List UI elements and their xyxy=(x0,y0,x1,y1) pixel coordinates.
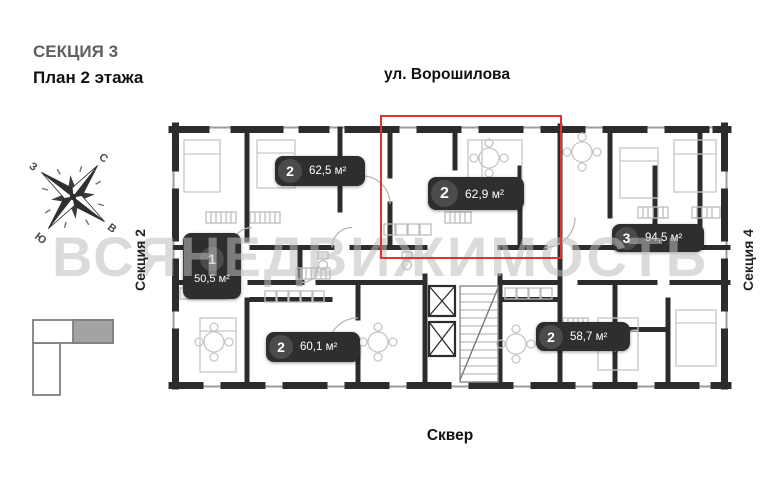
apartment-area: 60,1 м² xyxy=(300,341,338,353)
apartment-area: 62,5 м² xyxy=(309,165,347,177)
apartment-badge-94-5[interactable]: 3 94,5 м² xyxy=(612,224,704,252)
compass-ticks xyxy=(41,165,105,229)
apartment-badge-60-1[interactable]: 2 60,1 м² xyxy=(266,332,360,362)
outer-walls xyxy=(168,122,732,390)
compass-cardinal-points xyxy=(41,165,105,229)
section-title: СЕКЦИЯ 3 xyxy=(33,42,119,61)
compass-south-label: Ю xyxy=(32,231,48,247)
apartment-badge-62-5[interactable]: 2 62,5 м² xyxy=(275,156,365,186)
section-2-label: Секция 2 xyxy=(132,229,148,291)
compass-east-label: В xyxy=(105,221,119,235)
apartment-badge-50-5[interactable]: 1 50,5 м² xyxy=(183,233,241,299)
locator-wing-vertical xyxy=(32,342,61,396)
apartment-badge-62-9[interactable]: 2 62,9 м² xyxy=(428,177,524,210)
building-locator xyxy=(32,319,114,396)
apartment-badge-58-7[interactable]: 2 58,7 м² xyxy=(536,322,630,351)
room-count: 2 xyxy=(269,335,293,359)
room-count: 1 xyxy=(200,247,224,271)
street-label: ул. Ворошилова xyxy=(384,66,510,83)
apartment-area: 58,7 м² xyxy=(570,330,608,343)
room-count: 2 xyxy=(278,159,302,183)
building-plan xyxy=(168,122,732,390)
park-label: Сквер xyxy=(426,427,474,444)
apartment-area: 94,5 м² xyxy=(645,232,683,244)
room-count: 3 xyxy=(615,226,638,250)
compass-west-label: З xyxy=(27,160,40,174)
room-count: 2 xyxy=(431,180,458,207)
apartment-area: 62,9 м² xyxy=(465,186,504,201)
stairs-icon xyxy=(459,285,499,383)
compass-north-label: С xyxy=(96,151,110,165)
section-4-label: Секция 4 xyxy=(740,229,756,291)
compass-rose-icon: С В Ю З xyxy=(27,151,119,247)
room-count: 2 xyxy=(539,324,563,349)
plan-subtitle: План 2 этажа xyxy=(33,68,144,87)
dining-tables xyxy=(194,132,602,364)
locator-current-section xyxy=(72,319,114,344)
bath-fixtures xyxy=(317,251,413,271)
apartment-area: 50,5 м² xyxy=(194,273,230,285)
elevator-icons xyxy=(427,284,457,358)
